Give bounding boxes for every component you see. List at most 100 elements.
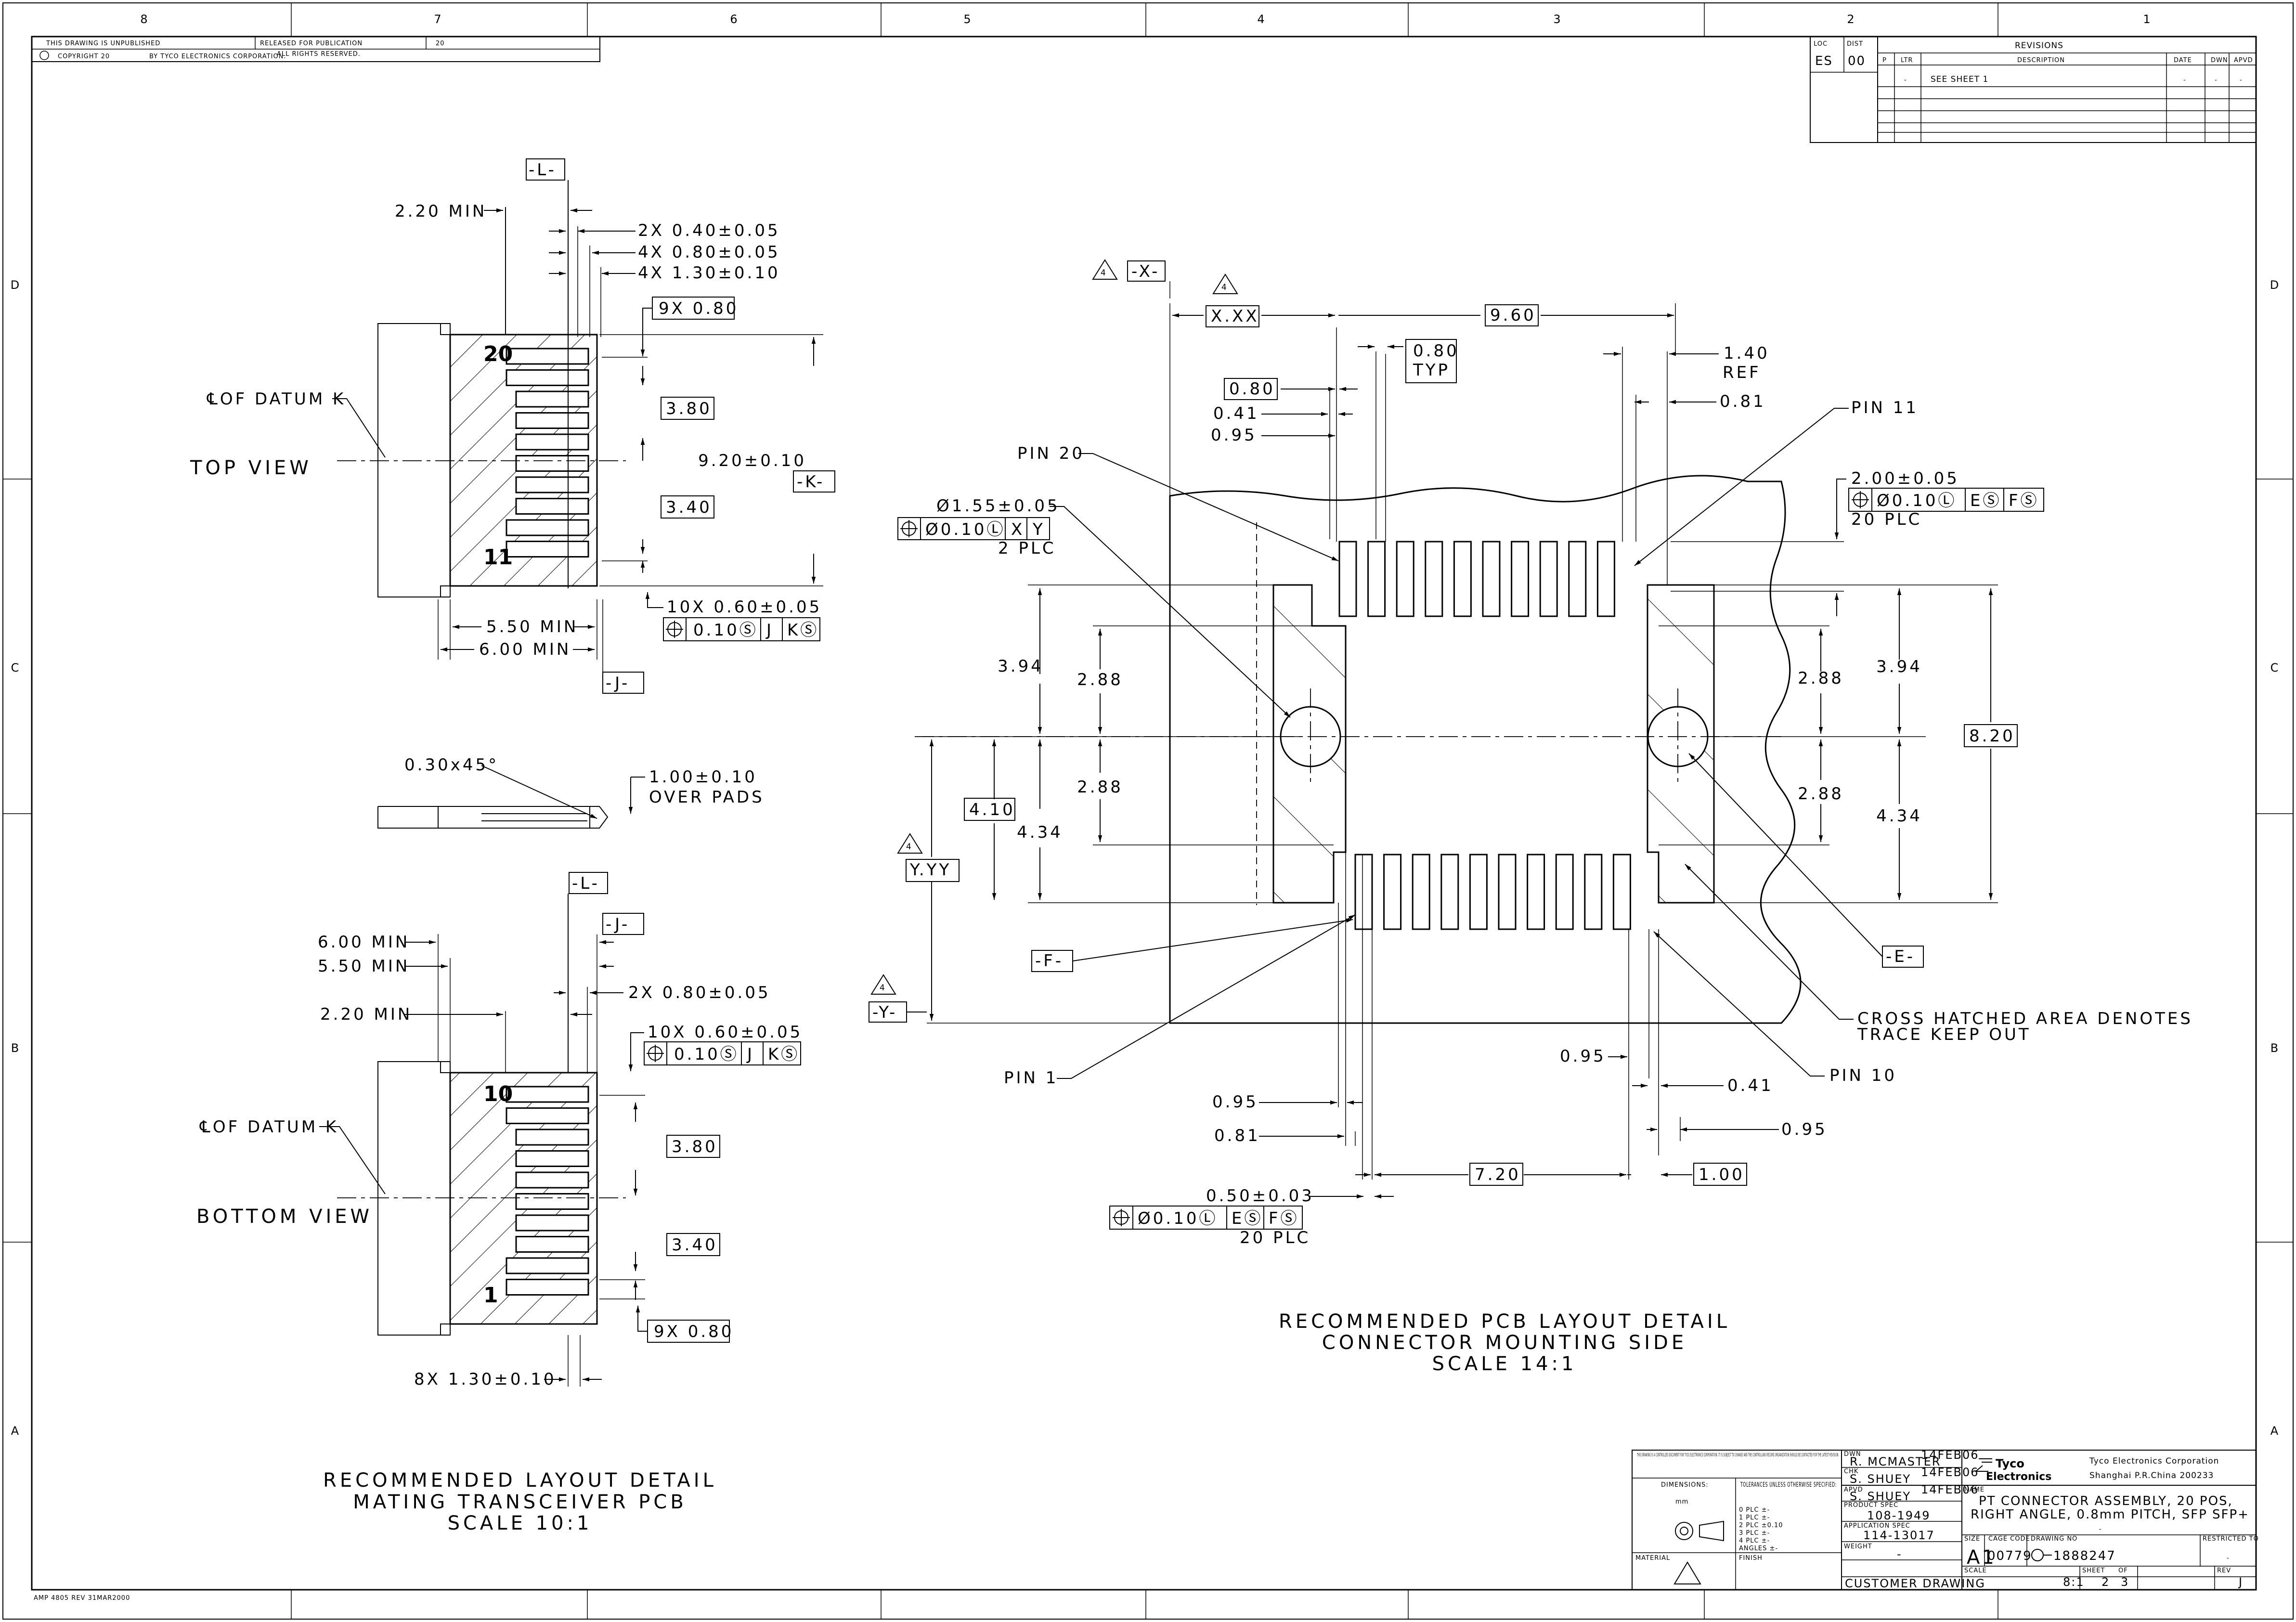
copyright-owner: BY TYCO ELECTRONICS CORPORATION. [149,53,286,60]
pcb-pad [1482,541,1501,617]
right-caption-line1: RECOMMENDED PCB LAYOUT DETAIL [1279,1311,1730,1333]
top-datum-l: -L- [529,160,557,180]
top-view-title: TOP VIEW [190,457,312,479]
pcb-pad [1511,541,1530,617]
bottom-dim-10x: 10X 0.60±0.05 [648,1023,803,1042]
zone-column-label: 3 [1553,13,1561,26]
tb-apvd-label: APVD [1844,1486,1863,1493]
contact-pad [506,1107,589,1124]
bottom-view-title: BOTTOM VIEW [196,1206,373,1228]
pcb-crosshatch2: TRACE KEEP OUT [1857,1025,2031,1044]
pcb-pin20: PIN 20 [1017,444,1085,463]
tb-scale-label: SCALE [1964,1567,1987,1574]
pcb-pad [1425,541,1443,617]
top-dim-220: 2.20 MIN [395,202,487,221]
top-dim-550: 5.50 MIN [486,617,578,636]
tb-prod-spec-label: PRODUCT SPEC [1844,1502,1898,1509]
rev-row1-desc: SEE SHEET 1 [1931,75,1988,84]
pcb-datum-e: -E- [1886,947,1915,966]
contact-pad [515,1214,589,1232]
contact-pad [515,455,589,472]
pcb-pad [1555,854,1574,930]
pcb-datum-y: -Y- [872,1003,897,1022]
zone-column-label: 6 [730,13,738,26]
pcb-pad [1568,541,1587,617]
pcb-pin1: PIN 1 [1004,1068,1058,1088]
pcb-dim-410: 4.10 [969,800,1015,819]
pcb-dim-394R: 3.94 [1876,657,1922,676]
tb-apvd-date: 14FEB06 [1921,1483,1979,1496]
left-caption-line1: RECOMMENDED LAYOUT DETAIL [323,1469,717,1492]
side-chamfer: 0.30x45° [404,755,499,775]
zone-row-label: D [11,278,20,292]
bottom-dim-8x: 8X 1.30±0.10 [414,1370,557,1389]
tb-name2: RIGHT ANGLE, 0.8mm PITCH, SFP SFP+ [1971,1507,2249,1522]
side-view: 0.30x45° 1.00±0.10 OVER PADS [377,755,762,829]
pcb-pin10: PIN 10 [1829,1066,1897,1085]
top-dim-10x: 10X 0.60±0.05 [667,597,822,617]
tb-size: A1 [1967,1546,1996,1569]
zone-column-label: 2 [1847,13,1855,26]
pcb-b-100: 1.00 [1699,1165,1745,1184]
zone-row-label: A [11,1424,20,1438]
pcb-hole-x: X [1011,520,1025,539]
pcb-dim-041: 0.41 [1213,404,1259,423]
contact-pad [515,1129,589,1146]
contact-pad [506,1279,589,1296]
top-fcf-j: J [765,621,774,640]
released-text: RELEASED FOR PUBLICATION [260,40,363,47]
pcb-dim-434L: 4.34 [1017,823,1063,842]
contact-pad [515,412,589,429]
tb-rev-label: REV [2217,1567,2231,1574]
pcb-flag: 4 [1101,268,1106,278]
bottom-fcf-k: KⓈ [768,1045,800,1064]
pcb-dim-095: 0.95 [1211,426,1257,445]
rev-row1-date: - [2183,77,2186,84]
bottom-fcf-tol: 0.10Ⓢ [674,1045,739,1064]
contact-pad [506,541,589,558]
contact-pad [515,1236,589,1253]
pcb-yy: Y.YY [909,860,951,880]
tb-tolerances: TOLERANCES UNLESS OTHERWISE SPECIFIED: [1740,1481,1837,1489]
pcb-pad-w: 2.00±0.05 [1851,469,1959,488]
pcb-dim-typ: TYP [1413,361,1450,380]
pcb-b-e: EⓈ [1232,1209,1263,1228]
bottom-pin-10: 10 [483,1082,513,1106]
dist-value: 00 [1848,54,1866,68]
top-dim-600: 6.00 MIN [479,640,571,659]
rev-col-date: DATE [2174,57,2192,64]
top-dim-340: 3.40 [666,498,712,517]
tb-cage: 00779 [1987,1549,2032,1563]
tb-apvd-name: S. SHUEY [1850,1490,1911,1503]
pcb-pad [1412,854,1430,930]
pcb-pad [1338,541,1357,617]
zone-row-label: B [11,1041,20,1055]
copyright-icon [39,51,49,60]
bottom-fcf-j: J [746,1045,754,1064]
pcb-pad [1396,541,1414,617]
pcb-pad [1527,854,1545,930]
pcb-dim-288Ra: 2.88 [1798,669,1844,688]
pcb-b-081: 0.81 [1214,1126,1260,1145]
pcb-b-095a: 0.95 [1560,1047,1606,1066]
loc-value: ES [1815,54,1833,68]
contact-pad [515,433,589,451]
right-caption-line2: CONNECTOR MOUNTING SIDE [1322,1332,1687,1354]
tb-of: 3 [2121,1575,2129,1589]
datum-l-box [526,158,565,181]
bottom-dim-2x: 2X 0.80±0.05 [628,983,771,1002]
contact-pad [515,1171,589,1189]
tb-name3: - [2099,1526,2102,1533]
right-caption-line3: SCALE 14:1 [1432,1353,1577,1375]
tb-tol1: 1 PLC ±- [1739,1514,1770,1521]
rev-row1-dwn: - [2215,77,2218,84]
pcb-hole-plc: 2 PLC [998,539,1056,558]
bottom-dim-380: 3.80 [672,1137,718,1156]
pcb-dim-288Lb: 2.88 [1077,778,1123,797]
tb-tol2: 2 PLC ±0.10 [1739,1522,1783,1529]
pcb-flag-4: 4 [880,983,885,993]
pcb-pad [1440,854,1459,930]
pcb-dim-960: 9.60 [1490,306,1536,325]
pcb-dim-288Rb: 2.88 [1798,784,1844,804]
